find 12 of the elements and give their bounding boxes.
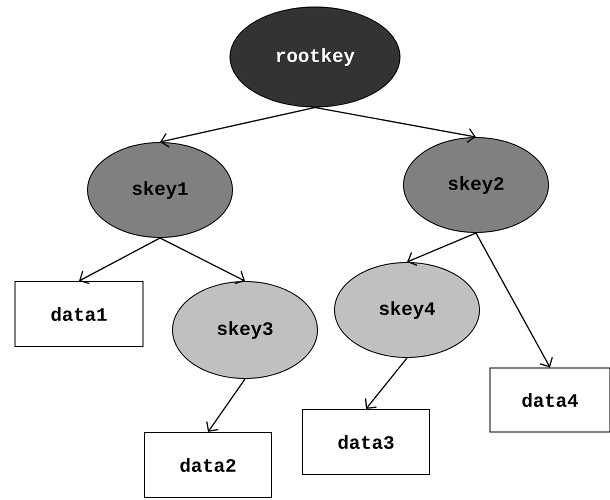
data-box: data1 [14,281,144,347]
arrow [79,237,160,284]
arrow [475,232,553,368]
arrow [160,106,316,148]
arrow [364,358,408,409]
arrow [206,378,246,432]
arrow [314,106,476,143]
arrow [160,237,245,284]
arrow [407,232,476,266]
data-box: data4 [490,368,610,432]
data-box: data2 [144,432,272,498]
data-box: data3 [302,409,430,475]
